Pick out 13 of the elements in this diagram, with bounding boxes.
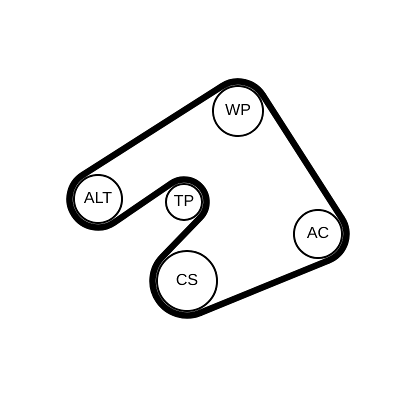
pulley-label: TP (174, 194, 194, 210)
pulley-label: CS (176, 273, 198, 289)
belt-segment (260, 93, 345, 220)
pulley-label: ALT (84, 191, 112, 207)
belt-segment (80, 83, 224, 178)
pulley-label: AC (306, 226, 330, 242)
belt-segment (160, 215, 203, 260)
pulley-label: WP (225, 103, 251, 119)
pulley (156, 250, 218, 312)
pulley (212, 85, 264, 137)
belt-segment (112, 180, 174, 226)
pulley (293, 209, 343, 259)
belt-segment (198, 257, 330, 316)
